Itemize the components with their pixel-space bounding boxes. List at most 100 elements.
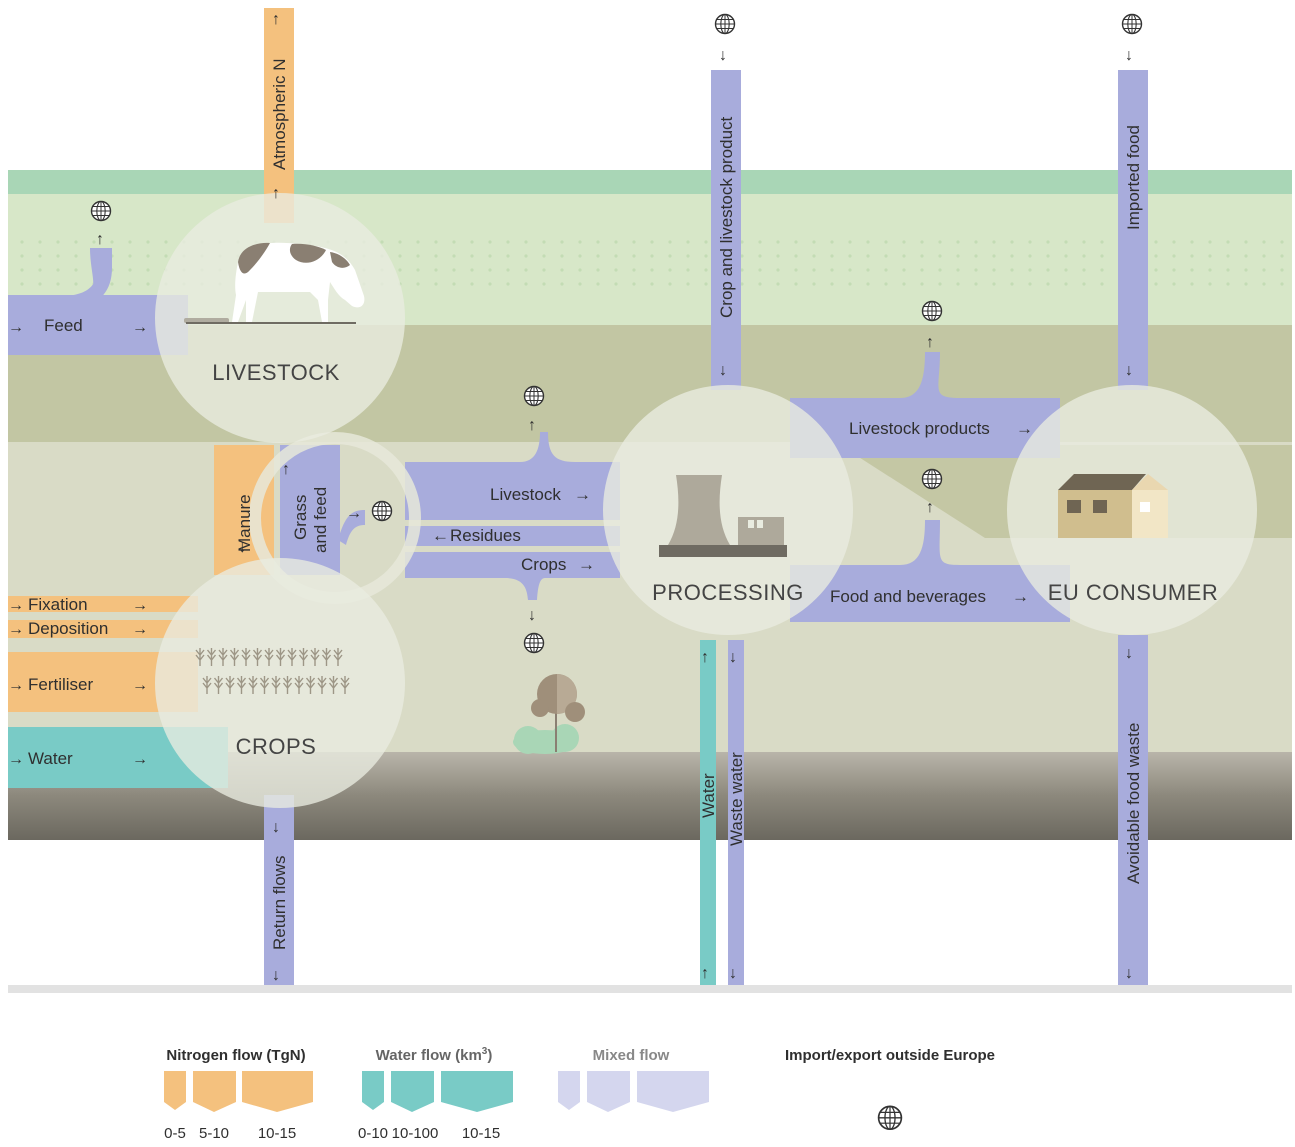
legend-mixed-chip-large (637, 1071, 709, 1112)
svg-text:→: → (8, 751, 24, 768)
svg-text:↓: ↓ (272, 967, 280, 984)
svg-text:→: → (8, 597, 24, 614)
legend-water-chip-large (441, 1071, 513, 1112)
label-livestock: Livestock (490, 485, 561, 504)
label-imported-food: Imported food (1124, 125, 1143, 230)
label-atmospheric-n: Atmospheric N (270, 59, 289, 170)
wheat-stalk (213, 676, 224, 694)
water-processing-flow (700, 640, 716, 985)
wheat-stalk (282, 676, 293, 694)
arrows: ↑ ↑ ↑ → → ↑ → → → → → → → → → ↓ ↓ ↑ ↓ ↓ … (8, 11, 1133, 984)
legend-nitrogen-range-3: 10-15 (258, 1125, 296, 1142)
svg-text:↑: ↑ (701, 649, 709, 666)
node-labels: LIVESTOCK CROPS PROCESSING EU CONSUMER (212, 360, 1218, 759)
grass-and-feed-flow (280, 445, 340, 575)
svg-text:→: → (132, 751, 148, 768)
wheat-stalk (275, 648, 286, 666)
globe-icon (371, 500, 393, 522)
house-icon (1058, 474, 1168, 538)
cow-icon (184, 242, 365, 324)
wheat-stalk (252, 648, 263, 666)
wheat-stalk (310, 648, 320, 666)
imported-food-flow (1118, 70, 1148, 390)
svg-text:→: → (1016, 419, 1033, 438)
node-livestock-label: LIVESTOCK (212, 360, 340, 385)
legend-import-export-title: Import/export outside Europe (785, 1047, 995, 1064)
svg-text:↓: ↓ (528, 607, 536, 624)
label-deposition: Deposition (28, 619, 108, 638)
svg-text:↓: ↓ (1125, 47, 1133, 64)
crop-livestock-product-flow (711, 70, 741, 390)
manure-arrow: ↓ (238, 537, 247, 556)
wheat-stalk (206, 648, 217, 666)
wheat-stalk (225, 676, 235, 694)
label-water: Water (28, 749, 73, 768)
legend-water-range-3: 10-15 (462, 1125, 500, 1142)
svg-text:→: → (132, 677, 148, 694)
avoidable-food-waste-flow (1118, 635, 1148, 985)
label-fertiliser: Fertiliser (28, 675, 94, 694)
wheat-stalk (321, 648, 332, 666)
svg-text:↑: ↑ (282, 461, 290, 478)
node-eu-consumer-label: EU CONSUMER (1048, 580, 1219, 605)
residues-flow (405, 526, 620, 546)
fixation-flow (8, 596, 198, 612)
wheat-stalk (195, 648, 205, 666)
label-feed: Feed (44, 316, 83, 335)
svg-text:↑: ↑ (528, 417, 536, 434)
legend-nitrogen-chip-large (242, 1071, 313, 1112)
svg-text:↑: ↑ (96, 231, 104, 248)
label-residues: Residues (450, 526, 521, 545)
svg-text:↓: ↓ (719, 362, 727, 379)
svg-text:↓: ↓ (729, 965, 737, 982)
globe-icon (523, 385, 545, 407)
flow-labels: Atmospheric N Feed Manure ↓ Grass and fe… (28, 59, 1143, 950)
globe-icon (921, 300, 943, 322)
wheat-stalk (298, 648, 309, 666)
label-crop-livestock-product: Crop and livestock product (717, 116, 736, 318)
svg-text:→: → (346, 505, 362, 522)
legend-nitrogen-range-2: 5-10 (199, 1125, 229, 1142)
wheat-stalk (218, 648, 228, 666)
label-avoidable-food-waste: Avoidable food waste (1124, 723, 1143, 884)
svg-text:→: → (8, 319, 24, 336)
label-water-processing: Water (699, 773, 718, 818)
legend-nitrogen-chip-small (164, 1071, 186, 1110)
wheat-stalk (305, 676, 316, 694)
label-and-feed: and feed (311, 487, 330, 553)
svg-text:→: → (8, 677, 24, 694)
return-flows-flow (264, 795, 294, 985)
tree-icon (513, 674, 585, 754)
legend-water-chip-small (362, 1071, 384, 1110)
legend-nitrogen-range-1: 0-5 (164, 1125, 186, 1142)
food-and-beverages-flow (790, 520, 1070, 622)
svg-text:↑: ↑ (272, 185, 280, 202)
svg-text:←: ← (432, 526, 449, 545)
label-grass: Grass (291, 495, 310, 540)
globe-icon (90, 200, 112, 222)
node-crops-label: CROPS (236, 734, 317, 759)
label-food-and-beverages: Food and beverages (830, 587, 986, 606)
svg-text:→: → (8, 621, 24, 638)
svg-text:→: → (574, 485, 591, 504)
wheat-stalk (271, 676, 281, 694)
svg-text:↓: ↓ (1125, 965, 1133, 982)
legend-water-title: Water flow (km3) (376, 1046, 493, 1064)
svg-text:→: → (132, 621, 148, 638)
wheat-stalk (236, 676, 247, 694)
globe-icon (921, 468, 943, 490)
legend-mixed-chip-small (558, 1071, 580, 1110)
wheat-stalk (202, 676, 212, 694)
svg-text:↑: ↑ (926, 334, 934, 351)
wheat-stalk (317, 676, 327, 694)
globe-icon (714, 13, 736, 35)
label-waste-water: Waste water (727, 752, 746, 846)
svg-text:→: → (578, 555, 595, 574)
deposition-flow (8, 620, 198, 638)
wheat-stalk (328, 676, 339, 694)
svg-text:↓: ↓ (1125, 645, 1133, 662)
livestock-node (155, 193, 405, 443)
node-processing-label: PROCESSING (652, 580, 804, 605)
wheat-stalk (294, 676, 304, 694)
label-return-flows: Return flows (270, 856, 289, 950)
